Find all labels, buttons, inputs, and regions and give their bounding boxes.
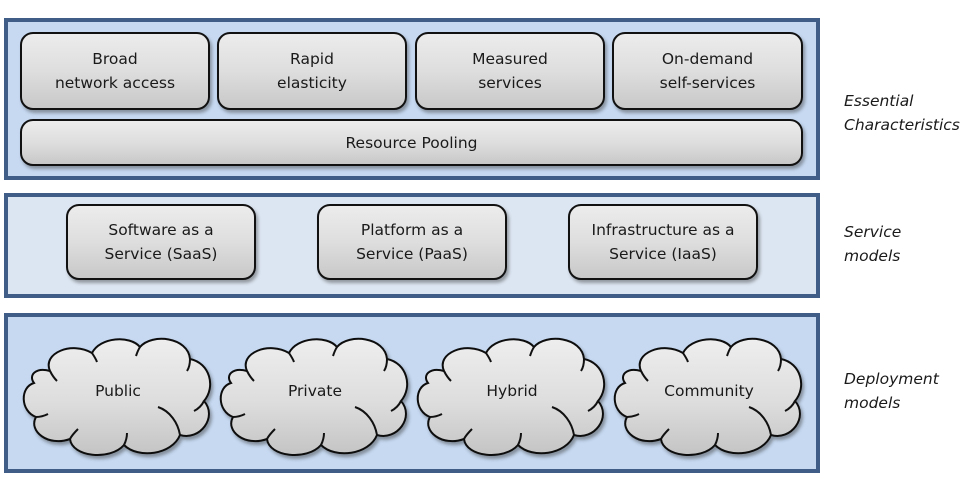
- cloud-inner-arc: [682, 352, 689, 363]
- cloud-inner-arc: [157, 406, 181, 436]
- cloud-inner-arc: [777, 358, 782, 372]
- cloud-inner-arc: [91, 352, 98, 363]
- cloud-inner-arc: [232, 413, 246, 418]
- characteristic-box-rapid-elasticity: Rapid elasticity: [217, 32, 407, 110]
- service-box-saas: Software as a Service (SaaS): [66, 204, 256, 280]
- cloud-inner-arc: [485, 352, 492, 363]
- cloud-inner-arc: [69, 428, 79, 440]
- deployment-cloud-public: Public: [20, 331, 216, 457]
- resource-pooling-bar: Resource Pooling: [20, 119, 803, 166]
- cloud-icon: [219, 338, 409, 457]
- cloud-inner-arc: [726, 346, 732, 357]
- deployment-cloud-hybrid: Hybrid: [414, 331, 610, 457]
- essential-characteristics-panel: Broad network access Rapid elasticity Me…: [4, 18, 820, 180]
- cloud-inner-arc: [193, 400, 205, 412]
- deployment-label: Community: [664, 382, 754, 400]
- cloud-inner-arc: [748, 406, 772, 436]
- service-box-paas: Platform as a Service (PaaS): [317, 204, 507, 280]
- service-models-label: Service models: [844, 223, 902, 265]
- essential-characteristics-label: Essential Characteristics: [844, 92, 960, 134]
- cloud-inner-arc: [266, 428, 276, 440]
- cloud-inner-arc: [288, 352, 295, 363]
- cloud-icon: [416, 338, 606, 457]
- characteristic-box-measured-services: Measured services: [415, 32, 605, 110]
- resource-pooling-label: Resource Pooling: [345, 133, 478, 152]
- characteristic-label: Rapid elasticity: [277, 50, 347, 92]
- cloud-inner-arc: [714, 432, 719, 446]
- deployment-cloud-community: Community: [611, 331, 807, 457]
- service-box-iaas: Infrastructure as a Service (IaaS): [568, 204, 758, 280]
- service-models-panel: Software as a Service (SaaS) Platform as…: [4, 193, 820, 298]
- characteristic-label: On-demand self-services: [659, 50, 756, 92]
- deployment-label: Hybrid: [486, 382, 538, 400]
- cloud-inner-arc: [332, 346, 338, 357]
- deployment-cloud-private: Private: [217, 331, 413, 457]
- characteristic-label: Measured services: [472, 50, 548, 92]
- cloud-inner-arc: [517, 432, 522, 446]
- cloud-inner-arc: [587, 400, 599, 412]
- service-label: Infrastructure as a Service (IaaS): [591, 221, 735, 263]
- deployment-models-panel: Public Private Hybrid Community: [4, 313, 820, 473]
- cloud-inner-arc: [784, 400, 796, 412]
- cloud-inner-arc: [123, 432, 128, 446]
- cloud-inner-arc: [463, 428, 473, 440]
- cloud-inner-arc: [429, 413, 443, 418]
- cloud-inner-arc: [246, 370, 255, 382]
- characteristic-label: Broad network access: [54, 50, 176, 92]
- service-label: Software as a Service (SaaS): [104, 221, 218, 263]
- cloud-inner-arc: [49, 370, 58, 382]
- cloud-inner-arc: [551, 406, 575, 436]
- cloud-inner-arc: [383, 358, 388, 372]
- cloud-inner-arc: [626, 413, 640, 418]
- cloud-inner-arc: [135, 346, 141, 357]
- cloud-inner-arc: [390, 400, 402, 412]
- service-label: Platform as a Service (PaaS): [356, 221, 468, 263]
- characteristic-box-on-demand-self-services: On-demand self-services: [612, 32, 803, 110]
- deployment-models-label: Deployment models: [844, 370, 939, 412]
- cloud-icon: [613, 338, 803, 457]
- cloud-inner-arc: [580, 358, 585, 372]
- deployment-label: Private: [287, 382, 343, 400]
- cloud-inner-arc: [186, 358, 191, 372]
- cloud-inner-arc: [529, 346, 535, 357]
- cloud-inner-arc: [660, 428, 670, 440]
- cloud-inner-arc: [443, 370, 452, 382]
- deployment-label: Public: [95, 382, 141, 400]
- cloud-inner-arc: [640, 370, 649, 382]
- cloud-inner-arc: [35, 413, 49, 418]
- cloud-inner-arc: [320, 432, 325, 446]
- cloud-inner-arc: [354, 406, 378, 436]
- cloud-icon: [22, 338, 212, 457]
- characteristic-box-broad-network-access: Broad network access: [20, 32, 210, 110]
